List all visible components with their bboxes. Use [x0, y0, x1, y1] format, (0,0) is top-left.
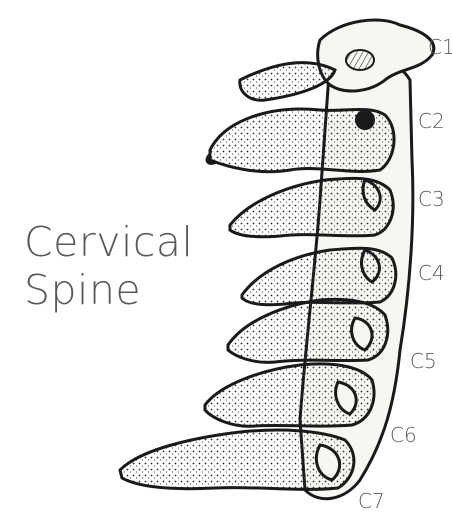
label-c4: C4 [418, 262, 445, 284]
vertebra-c4 [242, 248, 396, 305]
label-c3: C3 [418, 188, 445, 210]
label-c6: C6 [390, 424, 417, 446]
vertebra-c6 [205, 364, 374, 426]
label-c1: C1 [428, 36, 452, 58]
label-c7: C7 [358, 490, 385, 512]
vertebra-c2 [208, 109, 395, 172]
label-c2: C2 [418, 110, 445, 132]
vertebra-c5 [228, 299, 388, 362]
vertebra-c7 [120, 430, 354, 489]
vertebra-c3 [230, 178, 393, 236]
label-c5: C5 [410, 350, 437, 372]
